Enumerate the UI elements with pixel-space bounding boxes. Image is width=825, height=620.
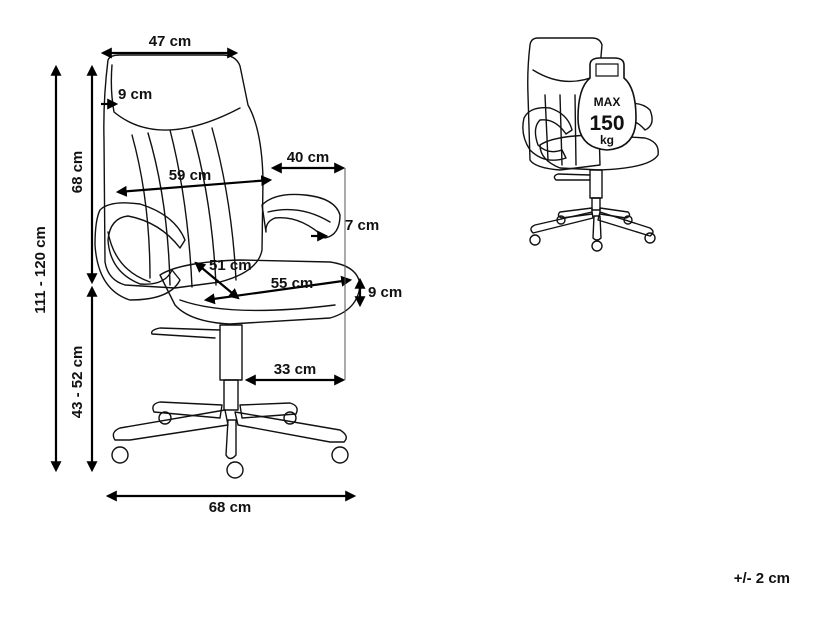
small-seat	[539, 134, 659, 171]
label-back-width: 47 cm	[149, 33, 192, 50]
max-unit: kg	[600, 133, 614, 147]
small-armrest-left	[522, 107, 573, 161]
tolerance-note: +/- 2 cm	[734, 570, 790, 587]
max-load-badge: MAX 150 kg	[577, 57, 637, 151]
right-armrest	[261, 193, 341, 239]
label-back-height: 68 cm	[69, 151, 86, 194]
max-label: MAX	[594, 95, 621, 109]
label-base-radius: 33 cm	[274, 361, 317, 378]
gas-lift	[219, 324, 243, 381]
label-back-padding: 9 cm	[118, 86, 152, 103]
max-value: 150	[589, 112, 624, 135]
large-chair-drawing	[94, 54, 361, 479]
casters	[111, 411, 349, 479]
label-inner-width: 59 cm	[169, 167, 212, 184]
label-seat-depth: 51 cm	[209, 257, 252, 274]
left-armrest	[94, 202, 186, 301]
label-seat-height: 43 - 52 cm	[69, 346, 86, 419]
label-armrest-length: 40 cm	[287, 149, 330, 166]
label-seat-width: 55 cm	[271, 275, 314, 292]
star-base	[112, 401, 347, 460]
label-total-height: 111 - 120 cm	[32, 226, 49, 314]
label-armrest-width: 7 cm	[345, 217, 379, 234]
label-base-width: 68 cm	[209, 499, 252, 516]
dimension-arrows	[50, 47, 366, 502]
label-seat-thickness: 9 cm	[368, 284, 402, 301]
